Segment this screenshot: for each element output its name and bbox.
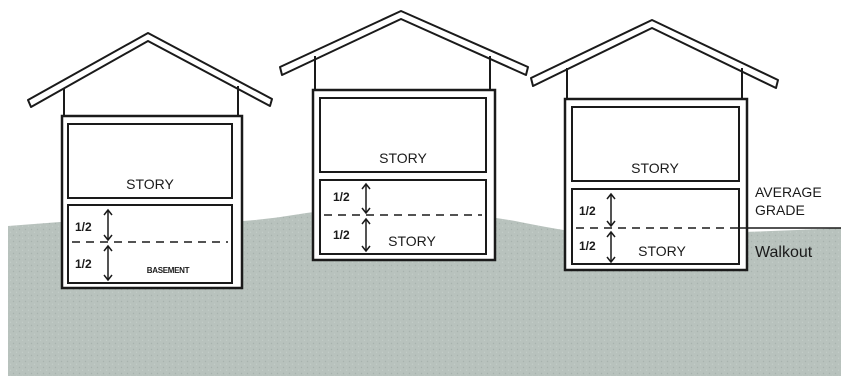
house-1-half-arrow-top — [103, 208, 113, 242]
house-1-half-label-top: 1/2 — [75, 220, 92, 234]
average-grade-label-line2: GRADE — [755, 202, 805, 218]
house-2-attic-walls — [314, 56, 491, 93]
house-3-attic-walls — [566, 68, 743, 102]
house-1-basement — [67, 204, 233, 284]
house-2-half-label-bottom: 1/2 — [333, 228, 350, 242]
house-3-half-label-top: 1/2 — [579, 204, 596, 218]
house-2-story-label-upper: STORY — [379, 150, 427, 166]
house-2-half-arrow-bottom — [361, 217, 371, 253]
house-2-upper-story — [319, 97, 487, 173]
house-3-lower-story — [571, 188, 740, 265]
house-1-half-arrow-bottom — [103, 244, 113, 282]
house-2-half-label-top: 1/2 — [333, 190, 350, 204]
house-3-roof — [530, 19, 779, 89]
house-2-roof — [279, 10, 529, 76]
house-1-upper-story — [67, 123, 233, 199]
house-3-story-label-upper: STORY — [631, 160, 679, 176]
house-3-half-arrow-bottom — [606, 230, 616, 264]
walkout-label: Walkout — [755, 244, 813, 261]
house-2: STORY 1/2 1/2 STORY — [279, 10, 529, 262]
house-1-attic-walls — [63, 86, 239, 119]
house-2-lower-story — [319, 179, 487, 255]
average-grade-label-line1: AVERAGE — [755, 184, 822, 200]
house-1: STORY 1/2 1/2 BASEMENT — [27, 32, 273, 290]
house-2-half-arrow-top — [361, 182, 371, 215]
house-3-upper-story — [571, 106, 740, 182]
house-3-story-label-lower: STORY — [638, 243, 686, 259]
house-3: STORY 1/2 1/2 STORY — [530, 19, 779, 272]
house-3-half-label-bottom: 1/2 — [579, 239, 596, 253]
house-1-half-label-bottom: 1/2 — [75, 257, 92, 271]
house-1-story-label: STORY — [126, 176, 174, 192]
house-1-basement-label: BASEMENT — [147, 266, 190, 275]
house-1-roof — [27, 32, 273, 108]
house-3-half-arrow-top — [606, 192, 616, 228]
house-2-story-label-lower: STORY — [388, 233, 436, 249]
